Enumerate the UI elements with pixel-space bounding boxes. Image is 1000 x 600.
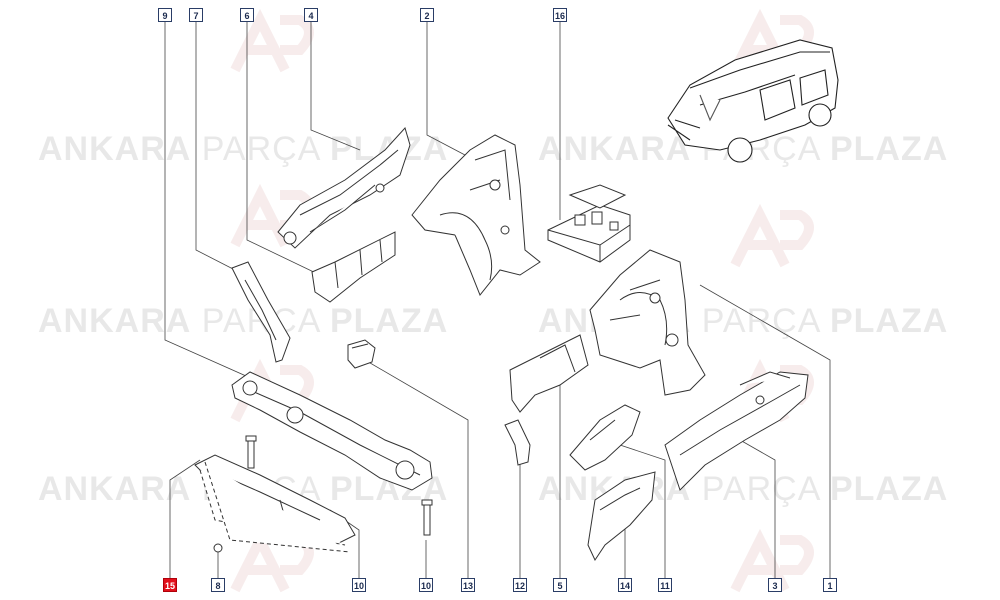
logo-watermark-1 — [230, 8, 314, 73]
callout-16[interactable]: 16 — [553, 8, 567, 22]
part-11-reinforcement — [569, 404, 641, 471]
leader-9 — [164, 22, 256, 381]
callout-7[interactable]: 7 — [189, 8, 203, 22]
callout-14[interactable]: 14 — [618, 578, 632, 592]
leader-6 — [246, 22, 321, 276]
part-4-upper-rail — [277, 127, 411, 249]
callout-4[interactable]: 4 — [304, 8, 318, 22]
callout-8[interactable]: 8 — [211, 578, 225, 592]
part-7-reinforcement — [231, 261, 291, 363]
callout-5[interactable]: 5 — [553, 578, 567, 592]
part-15-cross-member — [194, 454, 356, 553]
callout-1[interactable]: 1 — [823, 578, 837, 592]
part-8-nut — [213, 543, 223, 553]
part-6-bracket — [311, 231, 396, 303]
callout-13[interactable]: 13 — [461, 578, 475, 592]
part-3-lower-rail — [664, 371, 809, 491]
leader-13 — [364, 359, 469, 578]
logo-watermark-8 — [730, 528, 814, 593]
part-10-bolts — [245, 435, 433, 536]
callout-11[interactable]: 11 — [658, 578, 672, 592]
leader-4 — [310, 22, 361, 151]
callout-10b[interactable]: 10 — [419, 578, 433, 592]
callout-6[interactable]: 6 — [240, 8, 254, 22]
callout-12[interactable]: 12 — [513, 578, 527, 592]
vehicle-illustration — [667, 39, 839, 163]
leader-11 — [619, 444, 666, 578]
callout-9[interactable]: 9 — [158, 8, 172, 22]
logo-watermark-7 — [230, 528, 314, 593]
part-14-lower-bracket — [587, 471, 656, 562]
leader-1 — [699, 284, 831, 578]
leader-15 — [169, 459, 201, 578]
part-16-parts-kit — [547, 184, 631, 263]
callout-10a[interactable]: 10 — [352, 578, 366, 592]
callout-2[interactable]: 2 — [420, 8, 434, 22]
part-5-front-bracket — [509, 334, 589, 413]
leader-2 — [426, 22, 466, 156]
leader-7 — [195, 22, 236, 271]
leader-3 — [739, 439, 776, 578]
callout-15[interactable]: 15 — [163, 578, 177, 592]
part-12-small-bracket — [504, 419, 531, 466]
part-1-side-panel — [589, 249, 706, 396]
part-13-small-bracket — [347, 339, 376, 369]
callout-3[interactable]: 3 — [768, 578, 782, 592]
part-9-subframe — [231, 371, 433, 491]
part-2-wheel-arch-panel — [411, 134, 541, 296]
leader-lines — [164, 22, 831, 578]
logo-watermark-4 — [730, 203, 814, 268]
